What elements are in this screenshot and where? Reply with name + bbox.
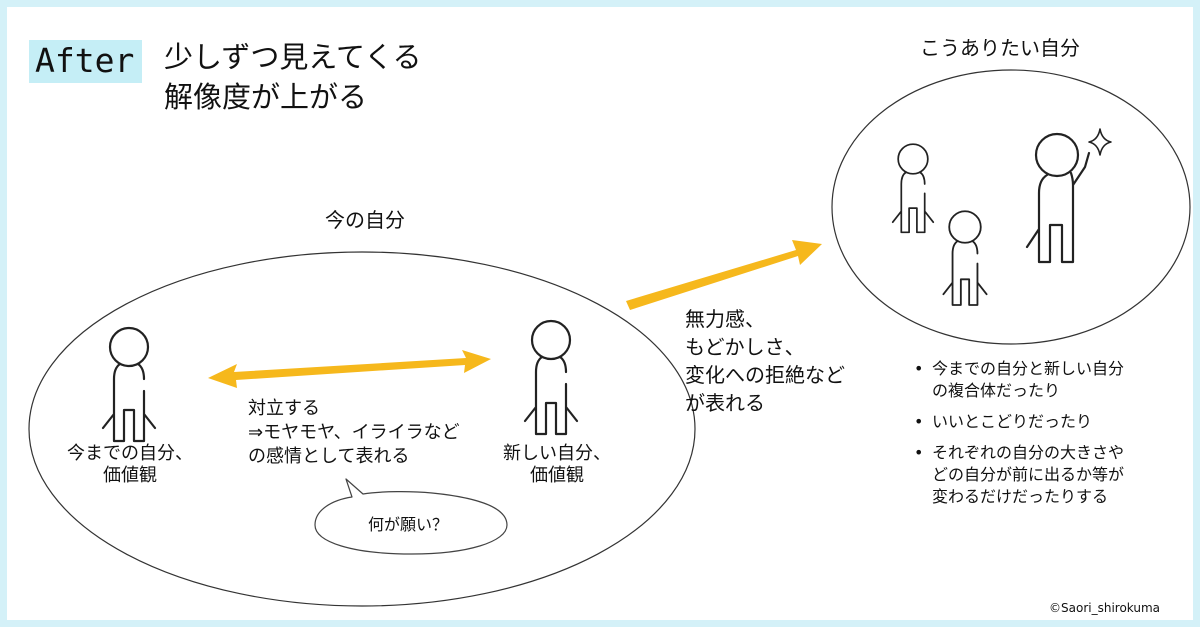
transition-text: 無力感、 もどかしさ、 変化への拒絶など が表れる (685, 305, 845, 417)
speech-bubble-shape (314, 478, 508, 555)
person-new-self-icon (523, 319, 579, 436)
conflict-text-line-1: 対立する (248, 398, 320, 419)
sparkle-icon (1088, 128, 1112, 156)
conflict-text: 対立する ⇒モヤモヤ、イライラなど の感情として表れる (248, 397, 460, 469)
past-self-label-line-1: 今までの自分、 (67, 443, 193, 464)
person-large-waving-icon (1025, 132, 1091, 264)
transition-text-line-4: が表れる (685, 391, 765, 415)
diagram (28, 69, 1191, 607)
transition-text-line-2: もどかしさ、 (685, 335, 805, 359)
transition-text-line-1: 無力感、 (685, 307, 765, 331)
headline-line-2: 解像度が上がる (164, 80, 368, 114)
person-past-self-icon (101, 326, 157, 443)
past-self-label: 今までの自分、 価値観 (55, 443, 205, 486)
copyright: ©Saori_shirokuma (1049, 601, 1161, 615)
bullet-3-line-3: 変わるだけだったりする (932, 487, 1109, 506)
bullet-1-line-2: の複合体だったり (932, 381, 1061, 400)
bullet-2-line-1: いいとこどりだったり (932, 412, 1093, 431)
bullet-item: それぞれの自分の大きさや どの自分が前に出るか等が 変わるだけだったりする (912, 442, 1124, 508)
bullet-item: いいとこどりだったり (912, 411, 1124, 433)
new-self-label-line-2: 価値観 (530, 464, 584, 486)
new-self-label-line-1: 新しい自分、 (503, 443, 611, 464)
person-medium-ideal-icon (942, 210, 988, 306)
conflict-text-line-2: ⇒モヤモヤ、イライラなど (248, 422, 460, 443)
ideal-self-title: こうありたい自分 (920, 36, 1080, 60)
headline-line-1: 少しずつ見えてくる (164, 40, 422, 74)
headline: 少しずつ見えてくる 解像度が上がる (164, 37, 422, 117)
transition-arrow (626, 240, 822, 310)
bullet-item: 今までの自分と新しい自分 の複合体だったり (912, 358, 1124, 402)
transition-text-line-3: 変化への拒絶など (685, 363, 845, 387)
bullet-3-line-1: それぞれの自分の大きさや (932, 443, 1125, 462)
bullet-3-line-2: どの自分が前に出るか等が (932, 465, 1125, 484)
current-self-ellipse (28, 251, 696, 607)
ideal-self-bullets: 今までの自分と新しい自分 の複合体だったり いいとこどりだったり それぞれの自分… (912, 358, 1124, 517)
after-tag: After (29, 40, 143, 83)
past-self-label-line-2: 価値観 (103, 464, 157, 486)
person-small-ideal-icon (891, 143, 935, 234)
conflict-double-arrow (208, 350, 491, 388)
conflict-text-line-3: の感情として表れる (248, 446, 410, 467)
speech-bubble-text: 何が願い？ (368, 515, 449, 534)
new-self-label: 新しい自分、 価値観 (497, 443, 617, 486)
ideal-self-circle (831, 69, 1191, 345)
bullet-1-line-1: 今までの自分と新しい自分 (932, 359, 1125, 378)
slide-card: After 少しずつ見えてくる 解像度が上がる (7, 7, 1193, 620)
current-self-title: 今の自分 (325, 208, 405, 232)
